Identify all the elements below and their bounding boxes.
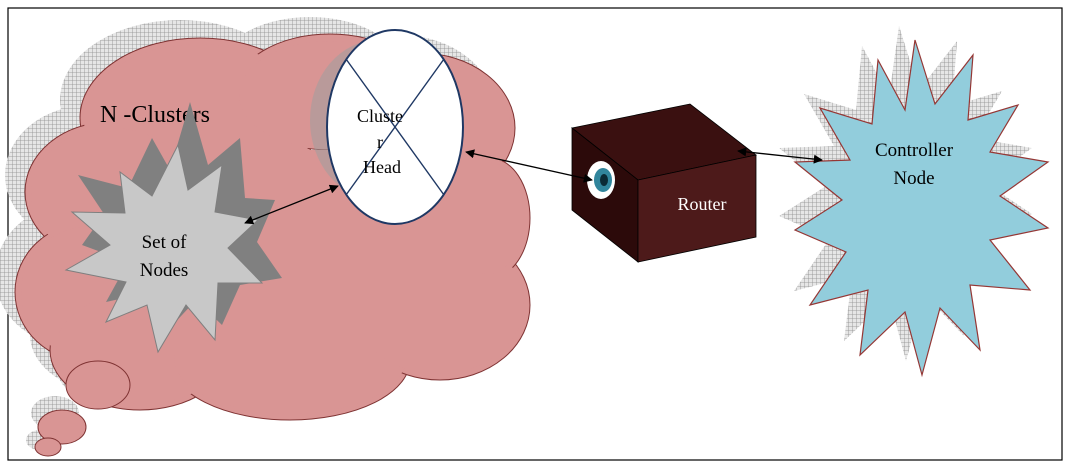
controller-node: Controller Node [779, 26, 1050, 378]
cluster-head-label-line1: Cluste [357, 106, 403, 126]
router-label: Router [678, 194, 727, 214]
router-front-face [637, 154, 757, 263]
connectors [244, 147, 823, 225]
cloud-tail-bubbles [34, 360, 131, 457]
node-set-label-line1: Set of [142, 232, 188, 253]
controller-label-line1: Controller [875, 140, 954, 161]
link-head-to-router [465, 149, 593, 183]
node-set-label-line2: Nodes [140, 260, 189, 281]
node-set-starburst: Set of Nodes [64, 102, 282, 354]
link-router-to-controller [737, 147, 823, 164]
controller-label-line2: Node [893, 168, 934, 189]
cluster-head-label-line2: r [377, 132, 383, 152]
cluster-head: Cluste r Head [326, 29, 464, 225]
link-nodes-to-head [244, 184, 339, 225]
cluster-head-label-line3: Head [363, 157, 401, 177]
router-port-icon [587, 161, 615, 199]
